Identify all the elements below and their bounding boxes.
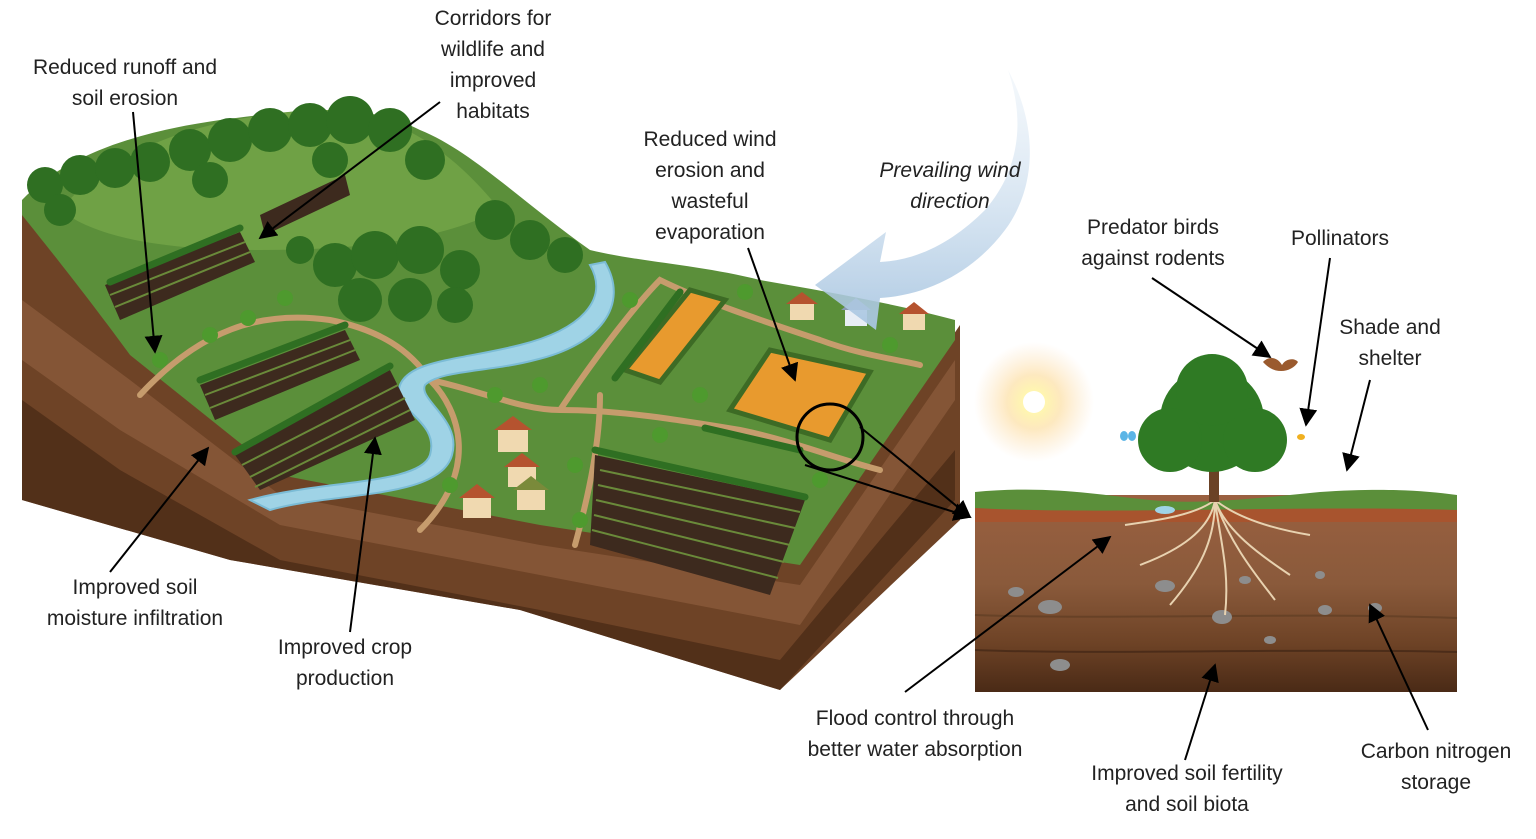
field-rows bbox=[109, 241, 801, 579]
label-carbon-storage: Carbon nitrogen storage bbox=[1360, 740, 1512, 794]
tree-icon bbox=[475, 200, 515, 240]
tree-roots bbox=[1124, 499, 1311, 616]
label-crop-production: Improved crop production bbox=[277, 636, 413, 690]
tree-icon bbox=[652, 427, 668, 443]
tree-icon bbox=[351, 231, 399, 279]
tree-icon bbox=[572, 512, 588, 528]
tree-icon bbox=[202, 327, 218, 343]
forest-trees bbox=[27, 96, 583, 323]
label-reduced-runoff: Reduced runoff and soil erosion bbox=[32, 56, 218, 110]
scattered-trees bbox=[152, 284, 898, 528]
tree-icon bbox=[368, 108, 412, 152]
arrow-reduced-wind bbox=[747, 247, 799, 382]
tree-icon bbox=[405, 140, 445, 180]
house-icon bbox=[459, 484, 495, 518]
house-icon bbox=[899, 302, 929, 330]
village-houses bbox=[459, 292, 929, 518]
tree-icon bbox=[169, 129, 211, 171]
house-icon bbox=[494, 416, 532, 452]
tree-icon bbox=[487, 387, 503, 403]
hedgerows bbox=[106, 224, 809, 501]
arrow-reduced-runoff bbox=[132, 111, 163, 354]
label-corridors: Corridors for wildlife and improved habi… bbox=[434, 7, 552, 123]
tree-icon bbox=[277, 290, 293, 306]
label-soil-moisture: Improved soil moisture infiltration bbox=[46, 576, 224, 630]
label-flood-control: Flood control through better water absor… bbox=[807, 707, 1023, 761]
tree-icon bbox=[338, 278, 382, 322]
tree-icon bbox=[240, 310, 256, 326]
tree-icon bbox=[288, 103, 332, 147]
tree-icon bbox=[208, 118, 252, 162]
tree-icon bbox=[440, 250, 480, 290]
arrow-soil-fertility bbox=[1184, 663, 1219, 761]
sun-icon bbox=[974, 342, 1094, 462]
tree-icon bbox=[192, 162, 228, 198]
arrow-soil-moisture bbox=[109, 446, 210, 573]
tree-icon bbox=[27, 167, 63, 203]
crop-field-1 bbox=[620, 287, 730, 385]
tree-icon bbox=[312, 142, 348, 178]
label-pollinators: Pollinators bbox=[1290, 227, 1390, 250]
callout-arrows bbox=[109, 101, 1429, 761]
tree-icon bbox=[737, 284, 753, 300]
tree-icon bbox=[812, 472, 828, 488]
tree-icon bbox=[692, 387, 708, 403]
label-shade: Shade and shelter bbox=[1339, 316, 1441, 370]
arrow-magnifier-upper bbox=[859, 426, 972, 519]
tree-icon bbox=[567, 457, 583, 473]
tree-icon bbox=[60, 155, 100, 195]
magnifier-circle bbox=[795, 402, 865, 472]
tree-icon bbox=[437, 287, 473, 323]
tree-icon bbox=[326, 96, 374, 144]
tree-icon bbox=[388, 278, 432, 322]
arrow-magnifier-lower bbox=[804, 464, 972, 521]
tree-icon bbox=[95, 148, 135, 188]
tree-icon bbox=[313, 243, 357, 287]
bee-icon bbox=[1297, 434, 1305, 440]
tree-icon bbox=[547, 237, 583, 273]
butterfly-icon bbox=[1120, 431, 1136, 441]
tree-icon bbox=[44, 194, 76, 226]
farm-paths bbox=[137, 276, 923, 548]
label-soil-fertility: Improved soil fertility and soil biota bbox=[1091, 762, 1283, 816]
tree-icon bbox=[532, 377, 548, 393]
soil-cross-section bbox=[974, 354, 1458, 692]
bird-icon bbox=[1263, 358, 1298, 372]
label-reduced-wind: Reduced wind erosion and wasteful evapor… bbox=[643, 128, 777, 244]
tree-icon bbox=[1138, 354, 1287, 472]
arrow-carbon-storage bbox=[1368, 603, 1429, 731]
tree-icon bbox=[396, 226, 444, 274]
tree-icon bbox=[130, 142, 170, 182]
label-predator-birds: Predator birds against rodents bbox=[1081, 216, 1225, 270]
tree-icon bbox=[248, 108, 292, 152]
arrow-corridors bbox=[258, 101, 441, 240]
landscape-block bbox=[22, 96, 960, 690]
house-icon bbox=[513, 476, 549, 510]
tree-icon bbox=[286, 236, 314, 264]
tree-icon bbox=[442, 477, 458, 493]
tree-icon bbox=[882, 337, 898, 353]
tree-icon bbox=[152, 352, 168, 368]
house-icon bbox=[786, 292, 818, 320]
arrow-flood-control bbox=[904, 535, 1112, 693]
arrow-pollinators bbox=[1299, 257, 1331, 427]
arrow-shade bbox=[1342, 379, 1371, 472]
tree-icon bbox=[510, 220, 550, 260]
river bbox=[247, 260, 615, 512]
label-wind-direction: Prevailing wind direction bbox=[879, 159, 1021, 213]
tree-icon bbox=[622, 292, 638, 308]
wind-arrow-icon bbox=[815, 70, 1030, 330]
arrow-crop-production bbox=[349, 436, 382, 633]
arrow-predator-birds bbox=[1151, 277, 1272, 359]
landscape-soil-band-2 bbox=[22, 400, 955, 690]
